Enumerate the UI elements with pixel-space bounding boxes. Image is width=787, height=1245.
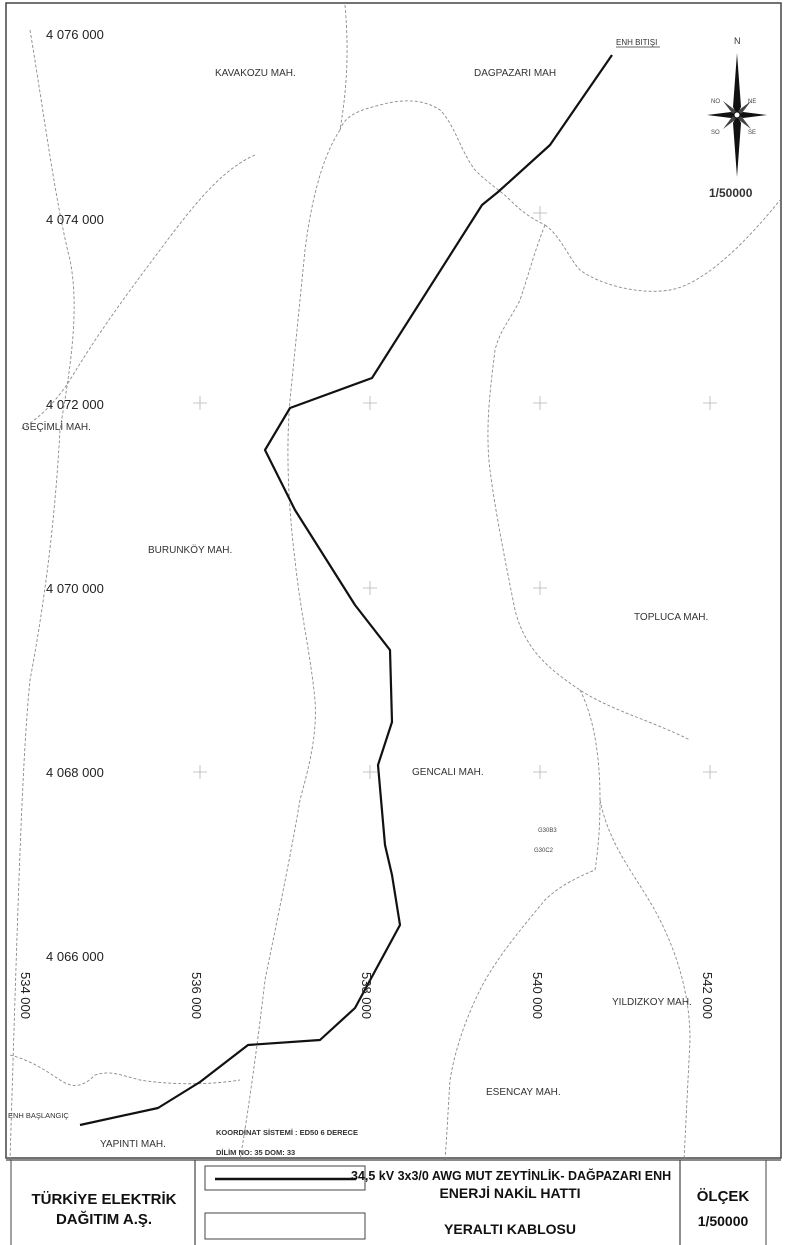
easting-label-542000: 542 000: [700, 972, 715, 1019]
grid-crosses: [193, 206, 717, 779]
boundary-west-upper: [9, 29, 75, 1161]
legend-line-title: 34,5 kV 3x3/0 AWG MUT ZEYTİNLİK- DAĞPAZA…: [351, 1168, 671, 1183]
label-dagpazari: DAGPAZARI MAH: [474, 68, 556, 79]
boundary-central-north: [339, 4, 546, 226]
boundary-east-upper: [544, 199, 781, 292]
legend-cable-label: YERALTI KABLOSU: [444, 1221, 576, 1237]
compass-rose-icon: [707, 53, 767, 177]
sheet-code-2: G30C2: [534, 848, 554, 854]
easting-label-534000: 534 000: [18, 972, 33, 1019]
dilim-text: DİLİM NO: 35 DOM: 33: [216, 1148, 295, 1157]
northing-label-4066000: 4 066 000: [46, 949, 104, 964]
boundary-east-inner: [487, 224, 691, 741]
company-name-line1: TÜRKİYE ELEKTRİK: [31, 1191, 176, 1208]
map-frame: [5, 2, 782, 1159]
label-topluca: TOPLUCA MAH.: [634, 612, 708, 623]
label-yapinti: YAPINTI MAH.: [100, 1139, 166, 1150]
label-burunkoy: BURUNKÖY MAH.: [148, 544, 232, 556]
boundary-east-lower: [599, 799, 691, 1161]
northing-label-4074000: 4 074 000: [46, 212, 104, 227]
line-start-label: ENH BAŞLANGIÇ: [8, 1111, 69, 1120]
label-kavakozu: KAVAKOZU MAH.: [215, 68, 296, 79]
map-scale-label: 1/50000: [709, 186, 753, 200]
neighborhood-boundaries: [9, 4, 781, 1161]
northing-label-4070000: 4 070 000: [46, 581, 104, 596]
easting-label-538000: 538 000: [359, 972, 374, 1019]
line-end-label: ENH BITIŞI: [616, 38, 657, 47]
sheet-code-1: G30B3: [538, 828, 557, 834]
legend-line-box: [204, 1165, 366, 1191]
boundary-west-diagonal: [19, 154, 256, 431]
rose-label-se: SE: [748, 130, 756, 136]
legend-line-subtitle: ENERJİ NAKİL HATTI: [439, 1185, 580, 1201]
boundary-east-mid: [444, 689, 601, 1161]
rose-label-so: SO: [711, 130, 720, 136]
label-gencali: GENCALI MAH.: [412, 767, 484, 778]
label-gecimli: GEÇİMLİ MAH.: [22, 420, 91, 433]
easting-label-540000: 540 000: [530, 972, 545, 1019]
boundary-central: [239, 129, 341, 1161]
north-label: N: [734, 36, 741, 46]
label-yildizkoy: YILDIZKOY MAH.: [612, 997, 692, 1008]
label-esencay: ESENCAY MAH.: [486, 1087, 561, 1098]
boundary-southwest: [9, 1054, 241, 1086]
easting-label-536000: 536 000: [189, 972, 204, 1019]
northing-label-4076000: 4 076 000: [46, 27, 104, 42]
transmission-line-route: [79, 54, 613, 1127]
northing-label-4072000: 4 072 000: [46, 397, 104, 412]
title-block: [6, 1159, 781, 1245]
scale-title: ÖLÇEK: [697, 1188, 750, 1205]
rose-label-ne: NE: [748, 99, 756, 105]
legend-cable-box: [204, 1212, 366, 1240]
northing-label-4068000: 4 068 000: [46, 765, 104, 780]
rose-label-no: NO: [711, 99, 720, 105]
company-name-line2: DAĞITIM A.Ş.: [56, 1210, 152, 1228]
scale-value: 1/50000: [698, 1213, 749, 1229]
coordinate-system-text: KOORDİNAT SİSTEMİ : ED50 6 DERECE: [216, 1128, 358, 1137]
